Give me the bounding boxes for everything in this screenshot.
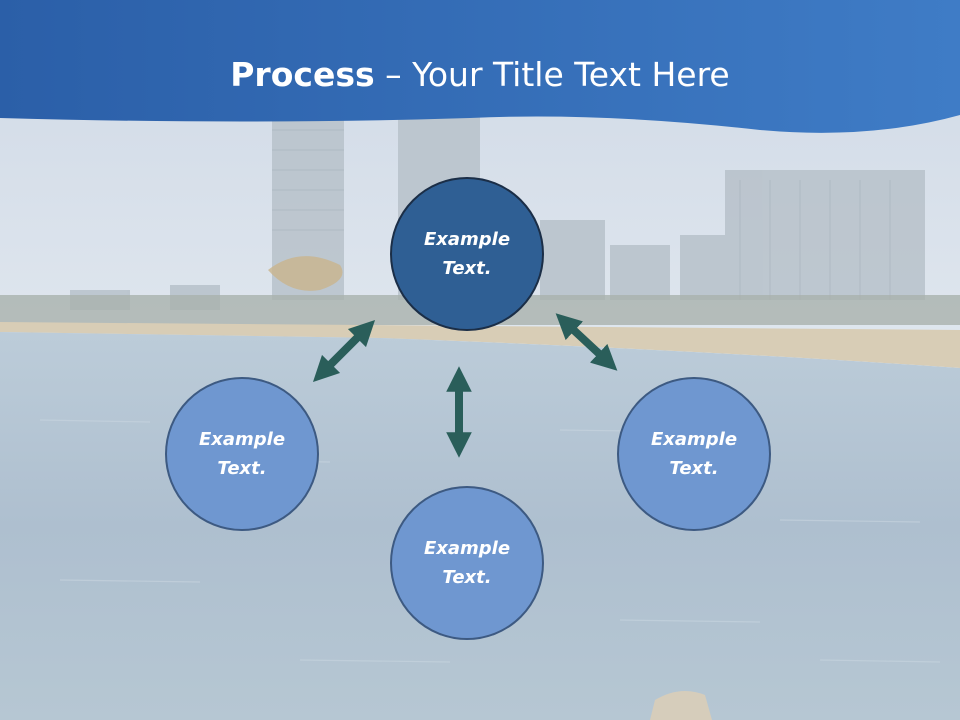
- process-node-top: Example Text.: [390, 177, 544, 331]
- node-left-text: Example Text.: [198, 429, 286, 479]
- process-node-bottom: Example Text.: [390, 486, 544, 640]
- node-right-text: Example Text.: [650, 429, 738, 479]
- process-node-right: Example Text.: [617, 377, 771, 531]
- title-separator: –: [374, 55, 413, 94]
- node-bottom-text: Example Text.: [423, 538, 511, 588]
- title-rest: Your Title Text Here: [412, 55, 730, 94]
- process-node-left: Example Text.: [165, 377, 319, 531]
- slide-title: Process – Your Title Text Here: [0, 50, 960, 100]
- title-bold: Process: [230, 55, 375, 94]
- node-top-text: Example Text.: [423, 229, 511, 279]
